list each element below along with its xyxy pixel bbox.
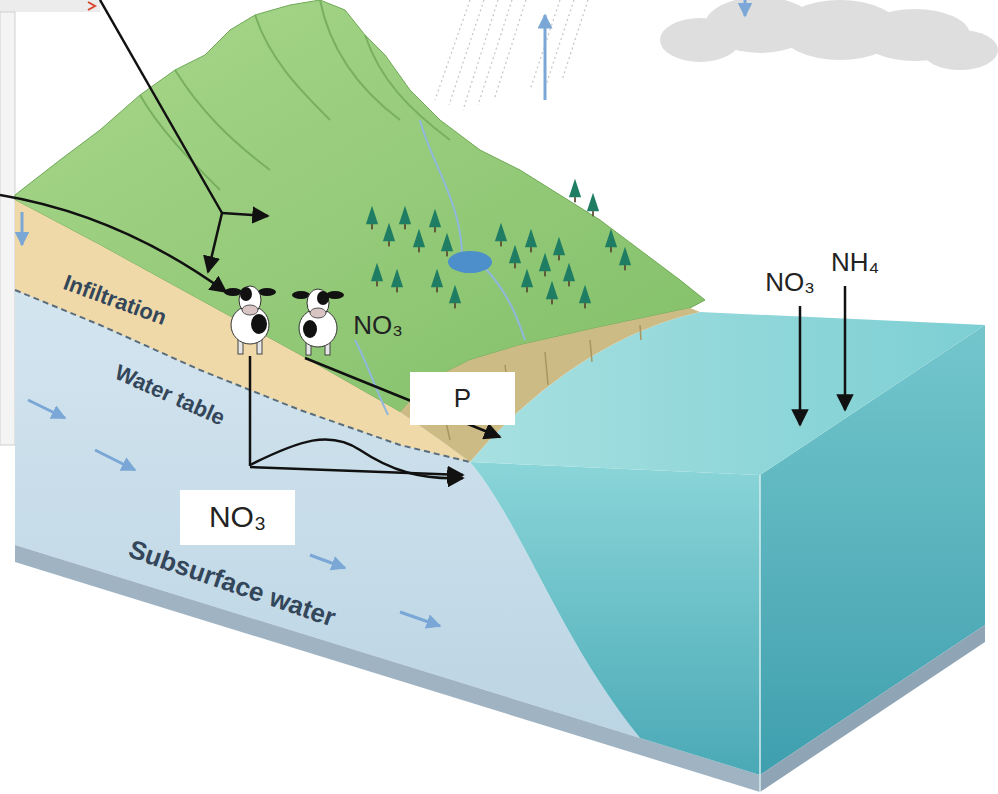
text-box: P <box>410 372 515 425</box>
tree <box>383 223 395 247</box>
tree <box>619 247 631 271</box>
cow <box>224 286 276 354</box>
bedrock-band <box>760 625 985 792</box>
tree <box>449 285 461 309</box>
chemical-label: NO₃ <box>353 311 403 341</box>
tree <box>391 269 403 293</box>
tree <box>563 263 575 287</box>
lake <box>448 251 492 273</box>
input-arrow <box>208 213 222 272</box>
rain-streak <box>546 0 574 85</box>
rain <box>435 0 588 110</box>
cow-muzzle <box>242 305 258 315</box>
cloud <box>660 0 998 70</box>
tree <box>413 229 425 253</box>
cow-patch <box>317 291 329 305</box>
cow-body <box>299 309 337 347</box>
box-text: NO₃ <box>209 500 266 535</box>
chemical-label: NH₄ <box>831 248 879 278</box>
infiltration-band <box>15 200 470 462</box>
tree <box>371 263 383 287</box>
text-box: NO₃ <box>180 490 295 545</box>
rain-streak <box>435 0 470 100</box>
runoff-arrow <box>305 358 500 437</box>
cloud-puff <box>922 30 998 70</box>
cow-patch <box>240 287 252 301</box>
flow-arrow <box>28 400 65 418</box>
rain-streak <box>494 0 526 100</box>
leaching-arrow <box>250 467 463 475</box>
evaporation-arrow <box>544 15 547 100</box>
screen-panel <box>0 0 100 12</box>
input-arrow <box>222 213 268 216</box>
deposition-arrow <box>844 286 847 410</box>
rain-streak <box>562 0 588 80</box>
infiltration-arrow <box>21 212 24 245</box>
ridge-lines <box>140 0 450 190</box>
cow-head <box>307 289 329 317</box>
tree <box>579 285 591 309</box>
river <box>485 268 525 340</box>
cow-muzzle <box>310 308 326 318</box>
leaching-arrow <box>250 439 463 478</box>
tree <box>605 229 617 253</box>
leaching-line <box>249 356 252 466</box>
panel-mark <box>88 2 95 10</box>
precipitation-arrow <box>744 0 747 16</box>
cow-body <box>231 306 269 344</box>
tree <box>431 269 443 293</box>
tree <box>525 229 537 253</box>
chemical-label: NO₃ <box>765 268 815 298</box>
tree <box>509 245 521 269</box>
cow <box>292 289 344 355</box>
tree <box>441 233 453 257</box>
sea-section <box>470 462 760 775</box>
input-arrow <box>0 195 226 292</box>
rain-streak <box>463 0 498 110</box>
cow-head <box>239 286 261 314</box>
forest <box>366 179 631 309</box>
tree <box>553 237 565 261</box>
tree <box>399 206 411 230</box>
water-table-line <box>15 290 470 462</box>
flow-arrow <box>400 612 440 626</box>
rain-streak <box>478 0 512 105</box>
tree <box>546 281 558 305</box>
screen-panel <box>0 12 15 445</box>
river <box>355 340 388 415</box>
box-text: P <box>454 384 471 414</box>
tree <box>587 193 599 217</box>
tree <box>569 179 581 203</box>
tree <box>366 206 378 230</box>
input-line <box>100 0 222 213</box>
deposition-arrow <box>799 306 802 425</box>
tree <box>539 253 551 277</box>
coastal-cliff <box>400 308 700 462</box>
cow-patch <box>303 320 317 338</box>
tree <box>495 223 507 247</box>
river <box>420 120 462 252</box>
nutrient-arrows <box>0 0 845 478</box>
rain-streak <box>449 0 484 105</box>
cow-patch <box>251 314 267 334</box>
block-edge <box>759 475 761 792</box>
flow-arrow <box>310 555 345 568</box>
tree <box>429 209 441 233</box>
tree <box>521 269 533 293</box>
flow-arrow <box>95 450 135 470</box>
